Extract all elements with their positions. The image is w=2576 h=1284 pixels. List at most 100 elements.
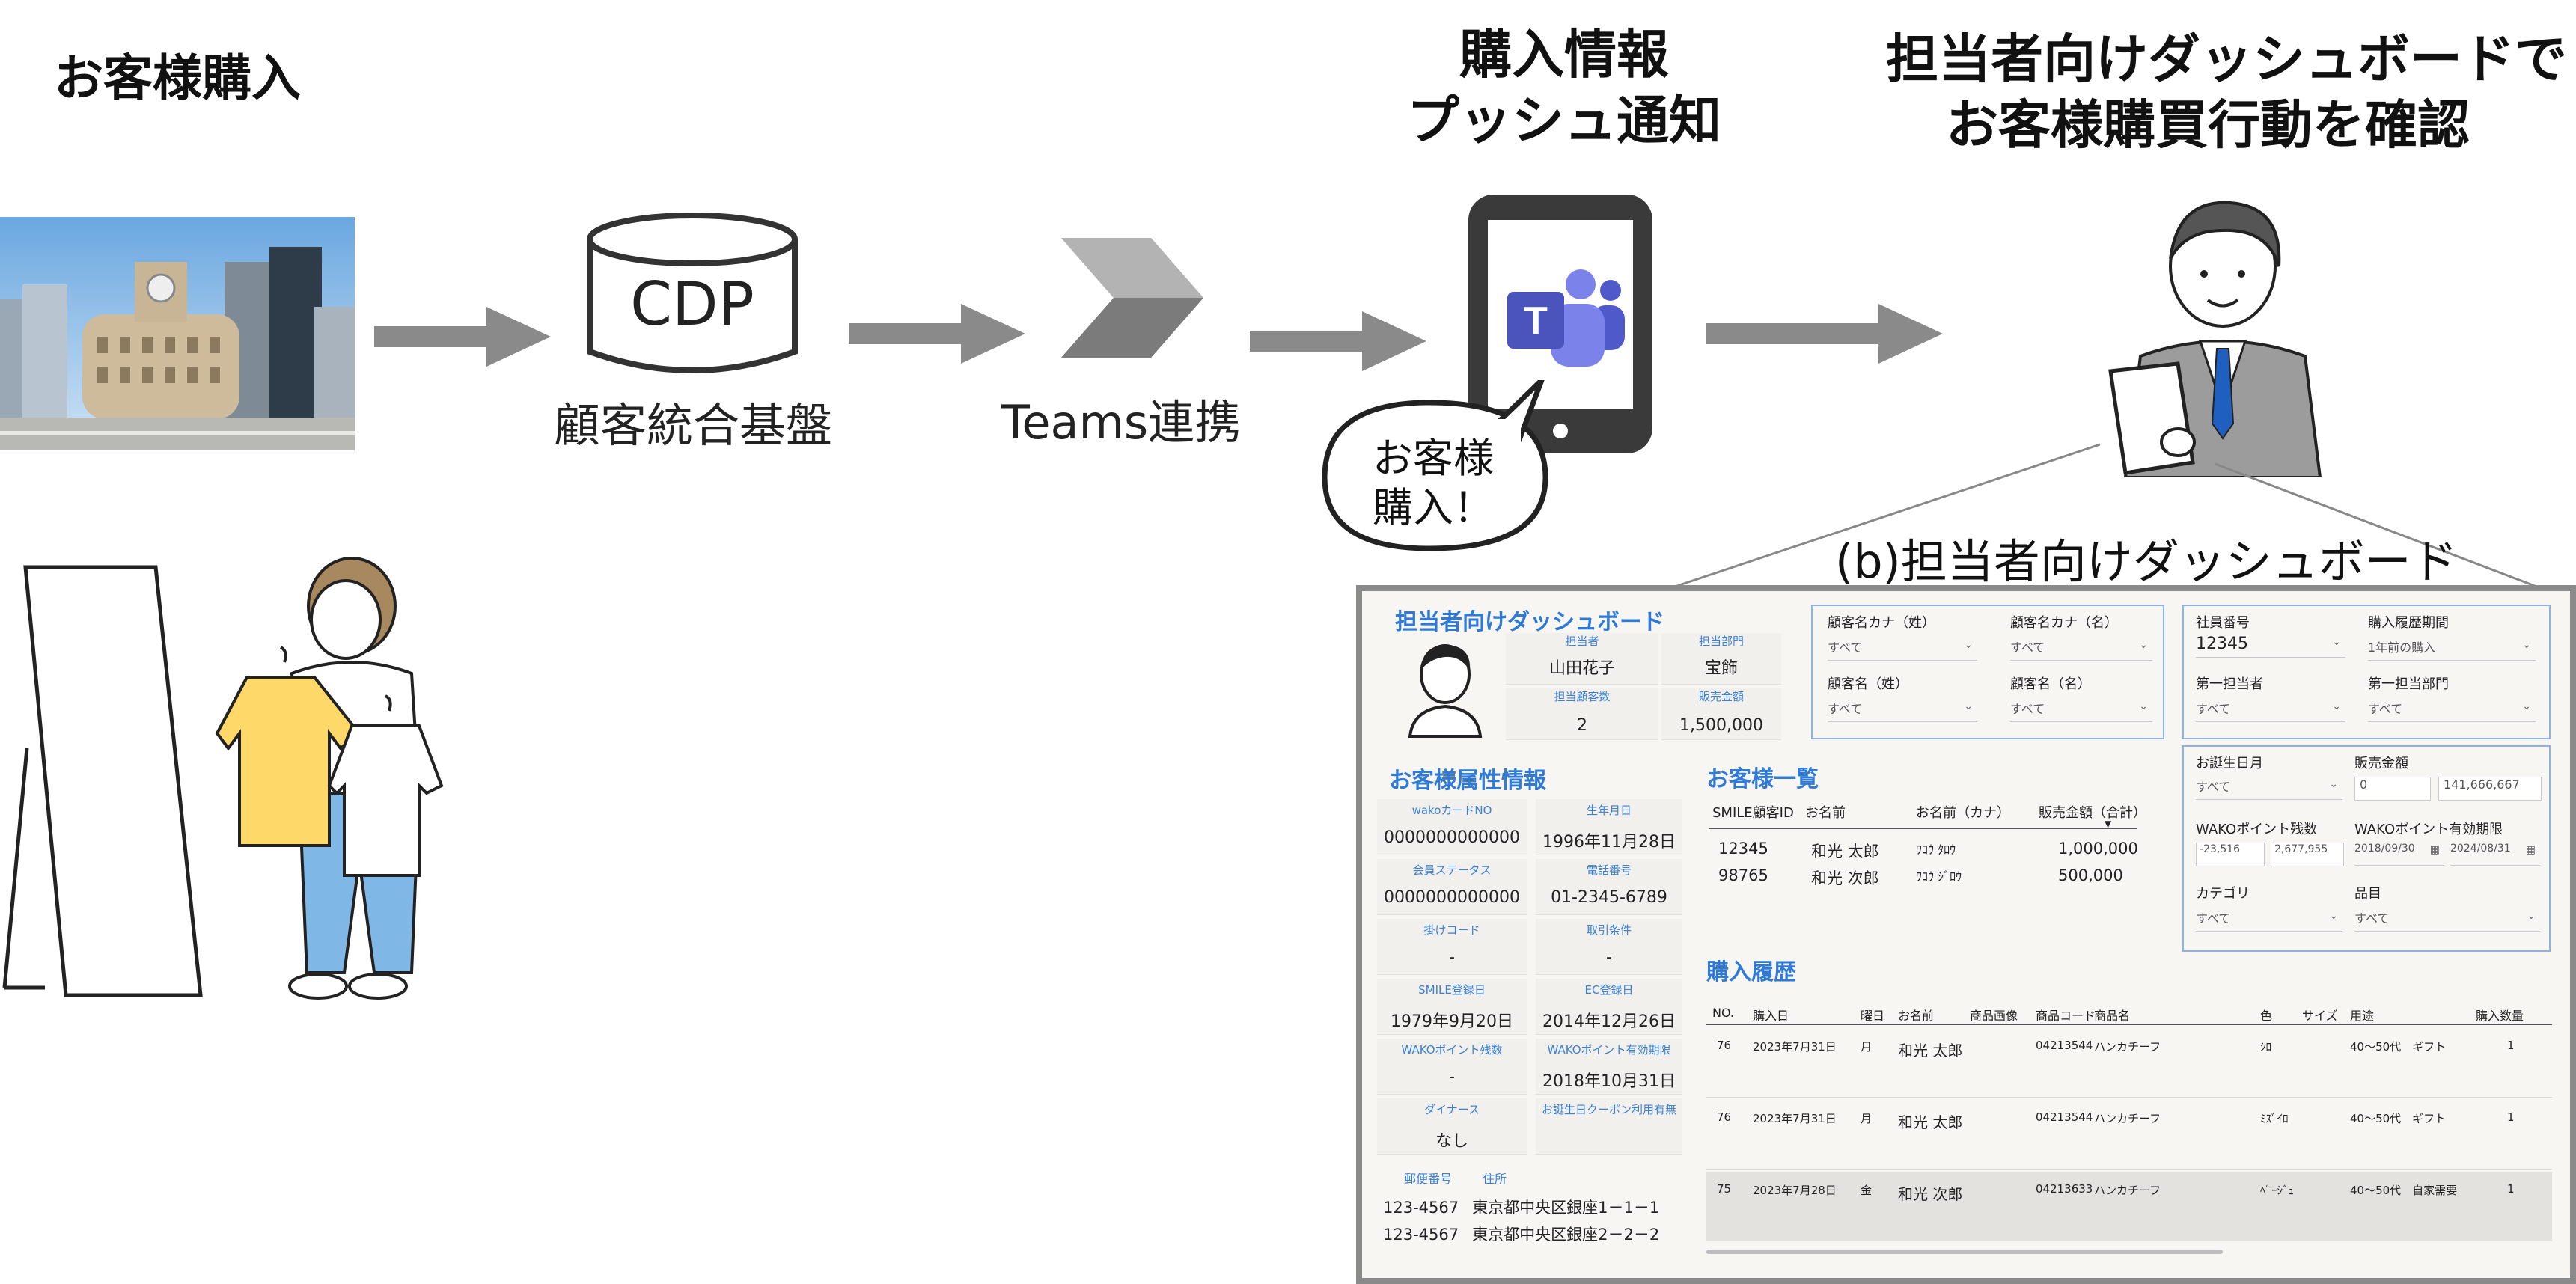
history-cell: 76: [1717, 1110, 1732, 1124]
attribute-label: 掛けコード: [1423, 923, 1480, 937]
cdp-label: 顧客統合基盤: [554, 398, 833, 453]
purchase-history-title: 購入履歴: [1706, 959, 1796, 985]
filter-kana-last-select[interactable]: すべて⌄: [1828, 638, 1977, 661]
filter-kana-first-select[interactable]: すべて⌄: [2010, 638, 2152, 661]
arrow-4: [1706, 304, 1943, 364]
history-cell: 40～50代 ギフト: [2350, 1112, 2447, 1125]
staff-person-label: 担当者: [1565, 635, 1599, 648]
smartphone-teams-icon: T: [1468, 195, 1652, 453]
history-cell: 75: [1717, 1182, 1732, 1196]
history-cell: ハンカチーフ: [2094, 1184, 2161, 1197]
filter-expiry-to[interactable]: 2024/08/31▦: [2450, 843, 2540, 866]
history-cell: ﾐｽﾞｲﾛ: [2260, 1112, 2289, 1125]
attributes-title: お客様属性情報: [1389, 768, 1546, 794]
heading-confirm: 担当者向けダッシュボードで お客様購買行動を確認: [1886, 27, 2567, 158]
history-cell: 1: [2507, 1039, 2515, 1052]
filter-sales-max[interactable]: 141,666,667: [2438, 777, 2542, 801]
filter-expiry-from[interactable]: 2018/09/30▦: [2354, 843, 2444, 866]
heading-confirm-line1: 担当者向けダッシュボードで: [1886, 28, 2567, 90]
arrow-3: [1250, 311, 1426, 371]
history-header-cell: 曜日: [1861, 1009, 1885, 1023]
history-cell: 和光 次郎: [1898, 1185, 1963, 1203]
history-cell: 04213633: [2036, 1182, 2093, 1196]
attribute-value: 2014年12月26日: [1542, 1012, 1676, 1031]
customer-list-cell[interactable]: 1,000,000: [2058, 840, 2138, 857]
attribute-value: 01-2345-6789: [1551, 888, 1667, 907]
address-header: 郵便番号 住所: [1404, 1169, 1507, 1187]
staff-dept-value: 宝飾: [1704, 659, 1738, 678]
filter-primary-staff-select[interactable]: すべて⌄: [2196, 699, 2345, 722]
customer-list-cell[interactable]: 500,000: [2058, 866, 2123, 884]
calendar-icon[interactable]: ▦: [2525, 844, 2536, 856]
attribute-cell: ダイナースなし: [1377, 1098, 1527, 1155]
staff-dept-label: 担当部門: [1698, 635, 1744, 648]
calendar-icon[interactable]: ▦: [2429, 844, 2440, 856]
history-cell: ハンカチーフ: [2094, 1112, 2161, 1125]
filter-primary-dept-select[interactable]: すべて⌄: [2368, 699, 2536, 722]
filter-points-max[interactable]: 2,677,955: [2271, 843, 2344, 866]
address-header-label: 住所: [1483, 1172, 1507, 1186]
staff-count-value: 2: [1577, 716, 1587, 735]
notification-bubble: [1322, 380, 1548, 551]
history-row[interactable]: [1706, 1100, 2552, 1170]
attribute-value: 2018年10月31日: [1542, 1072, 1676, 1091]
filter-points-label: WAKOポイント残数: [2196, 822, 2318, 837]
filter-name-last-select[interactable]: すべて⌄: [1828, 699, 1977, 722]
history-row[interactable]: [1706, 1028, 2552, 1098]
scrollbar[interactable]: [1706, 1250, 2223, 1254]
filter-employee-no-select[interactable]: 12345⌄: [2196, 635, 2345, 658]
history-header-cell: NO.: [1712, 1006, 1734, 1020]
filter-name-last-label: 顧客名（姓）: [1828, 676, 1908, 692]
filter-points-min[interactable]: -23,516: [2196, 843, 2265, 866]
history-row[interactable]: [1706, 1172, 2552, 1241]
arrow-1: [374, 307, 551, 367]
shopping-woman-illustration: [2, 557, 444, 1000]
staff-sales-label: 販売金額: [1698, 690, 1744, 703]
filter-expiry-label: WAKOポイント有効期限: [2354, 822, 2503, 837]
customer-list-cell[interactable]: ﾜｺｳ ｼﾞﾛｳ: [1916, 869, 1962, 884]
filter-history-period-select[interactable]: 1年前の購入⌄: [2368, 638, 2536, 661]
list-header-id: SMILE顧客ID: [1712, 805, 1794, 821]
filter-category-select[interactable]: すべて⌄: [2196, 908, 2342, 932]
customer-list-cell[interactable]: ﾜｺｳ ﾀﾛｳ: [1916, 843, 1956, 857]
sort-arrow-icon[interactable]: ▼: [2105, 819, 2112, 829]
history-cell: 月: [1861, 1112, 1873, 1125]
filter-name-first-select[interactable]: すべて⌄: [2010, 699, 2152, 722]
staff-filters: 社員番号 12345⌄ 購入履歴期間 1年前の購入⌄ 第一担当者 すべて⌄ 第一…: [2182, 605, 2551, 739]
svg-text:T: T: [1524, 299, 1548, 343]
history-cell: 40～50代 ギフト: [2350, 1040, 2447, 1054]
filter-kana-last-label: 顧客名カナ（姓）: [1828, 615, 1935, 631]
attribute-value: -: [1606, 948, 1612, 967]
zoom-lines: [1643, 443, 2565, 599]
teams-integration-label: Teams連携: [1001, 395, 1242, 450]
customer-list-cell[interactable]: 和光 太郎: [1811, 843, 1879, 860]
attribute-cell: WAKOポイント残数-: [1377, 1039, 1527, 1095]
history-cell: 76: [1717, 1039, 1732, 1052]
attribute-cell: 掛けコード-: [1377, 919, 1527, 975]
filter-primary-staff-label: 第一担当者: [2196, 676, 2263, 692]
filter-birthday-select[interactable]: すべて⌄: [2196, 777, 2342, 800]
customer-list-cell[interactable]: 98765: [1718, 866, 1768, 884]
history-cell: 金: [1861, 1184, 1873, 1197]
customer-list-cell[interactable]: 12345: [1718, 840, 1768, 857]
mirror-icon: [2, 565, 203, 997]
history-cell: 04213544: [2036, 1039, 2093, 1052]
history-cell: ﾍﾞｰｼﾞｭ: [2260, 1184, 2295, 1197]
heading-confirm-line2: お客様購買行動を確認: [1946, 94, 2470, 156]
filter-sales-min[interactable]: 0: [2354, 777, 2431, 801]
history-cell: 和光 太郎: [1898, 1113, 1963, 1131]
filter-history-period-label: 購入履歴期間: [2368, 615, 2449, 631]
history-cell: 2023年7月28日: [1753, 1184, 1837, 1197]
filter-item-select[interactable]: すべて⌄: [2354, 908, 2540, 932]
filter-item-label: 品目: [2354, 886, 2381, 902]
customer-list-cell[interactable]: 和光 次郎: [1811, 869, 1879, 887]
filter-birthday-label: お誕生日月: [2196, 756, 2263, 771]
